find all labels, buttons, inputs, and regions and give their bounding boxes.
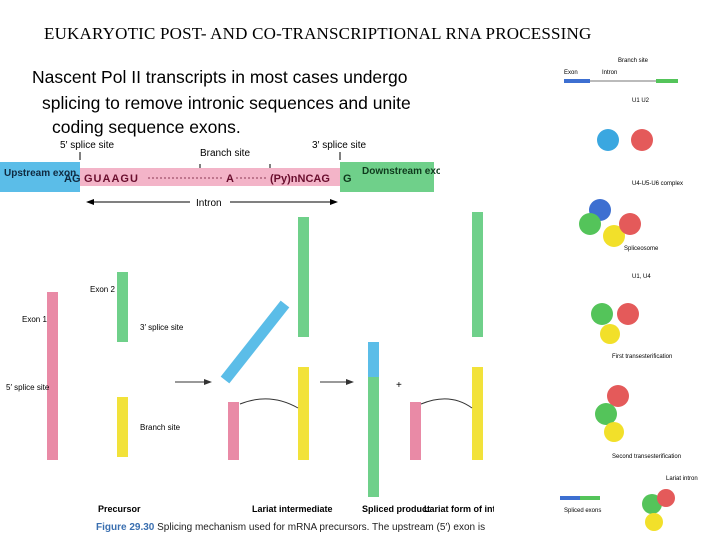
- rp-u4-u5-u6: U4-U5-U6 complex: [632, 181, 683, 187]
- five-splice-label-fig: 5′ splice site: [6, 383, 50, 392]
- splicing-mechanism-figure: Exon 2 Exon 1 3′ splice site 5′ splice s…: [6, 212, 494, 514]
- spliceosome-panel: Branch site Exon Intron U1 U2 U4-U5-U6 c…: [560, 58, 698, 531]
- downstream-exon: [340, 162, 434, 192]
- caption-label: Figure 29.30: [96, 522, 155, 533]
- exon1-label: Exon 1: [22, 315, 47, 324]
- upstream-exon: [0, 162, 80, 192]
- rp-u1-u4: U1, U4: [632, 274, 651, 280]
- upstream-exon-label: Upstream exon: [4, 168, 76, 179]
- spliced-product: [368, 377, 379, 497]
- branch-site-label: Branch site: [200, 148, 250, 159]
- seq-ag: AG: [64, 173, 81, 185]
- lariat-intron: [472, 212, 483, 337]
- rp-second-trans: Second transesterification: [612, 454, 681, 460]
- seq-py: (Py)nNCAG: [270, 173, 330, 185]
- rp-exon: Exon: [564, 70, 578, 76]
- seq-g: G: [343, 173, 352, 185]
- spliced-product-label: Spliced product: [362, 504, 430, 514]
- subtitle-line-2: splicing to remove intronic sequences an…: [42, 93, 411, 113]
- rp-intron: Intron: [602, 70, 617, 76]
- precursor-exon2: [117, 272, 128, 342]
- rp-u1-u2: U1 U2: [632, 98, 650, 104]
- rp-first-trans: First transesterification: [612, 354, 672, 360]
- splice-site-strip: 5′ splice site Branch site 3′ splice sit…: [0, 140, 440, 209]
- exon2-label: Exon 2: [90, 285, 115, 294]
- svg-text:+: +: [396, 380, 402, 391]
- figure-caption: Figure 29.30 Splicing mechanism used for…: [96, 522, 485, 533]
- rp-branch-site: Branch site: [618, 58, 649, 64]
- three-splice-label-fig: 3′ splice site: [140, 323, 184, 332]
- subtitle-line-3: coding sequence exons.: [52, 117, 241, 137]
- branch-site-label-fig: Branch site: [140, 423, 181, 432]
- lariat-intermediate-label: Lariat intermediate: [252, 504, 333, 514]
- three-splice-label: 3′ splice site: [312, 140, 367, 151]
- precursor-branch: [117, 397, 128, 457]
- precursor-label: Precursor: [98, 504, 141, 514]
- lariat-exon1: [220, 300, 290, 384]
- intron-label: Intron: [196, 198, 222, 209]
- seq-branch-a: A: [226, 173, 234, 185]
- caption-text: Splicing mechanism used for mRNA precurs…: [157, 522, 486, 533]
- lariat-form-label: Lariat form of intron: [424, 504, 494, 514]
- rp-spliceosome: Spliceosome: [624, 246, 659, 252]
- downstream-exon-label: Downstream exon: [362, 166, 440, 177]
- lariat-exon2: [298, 217, 309, 337]
- five-splice-label: 5′ splice site: [60, 140, 115, 151]
- rp-lariat-intron: Lariat intron: [666, 476, 698, 482]
- intron-bar: [80, 168, 343, 186]
- page-title: EUKARYOTIC POST- AND CO-TRANSCRIPTIONAL …: [44, 24, 592, 43]
- subtitle-line-1: Nascent Pol II transcripts in most cases…: [32, 67, 408, 87]
- rp-spliced-exons: Spliced exons: [564, 508, 601, 514]
- seq-guaagu: GUAAGU: [84, 173, 139, 185]
